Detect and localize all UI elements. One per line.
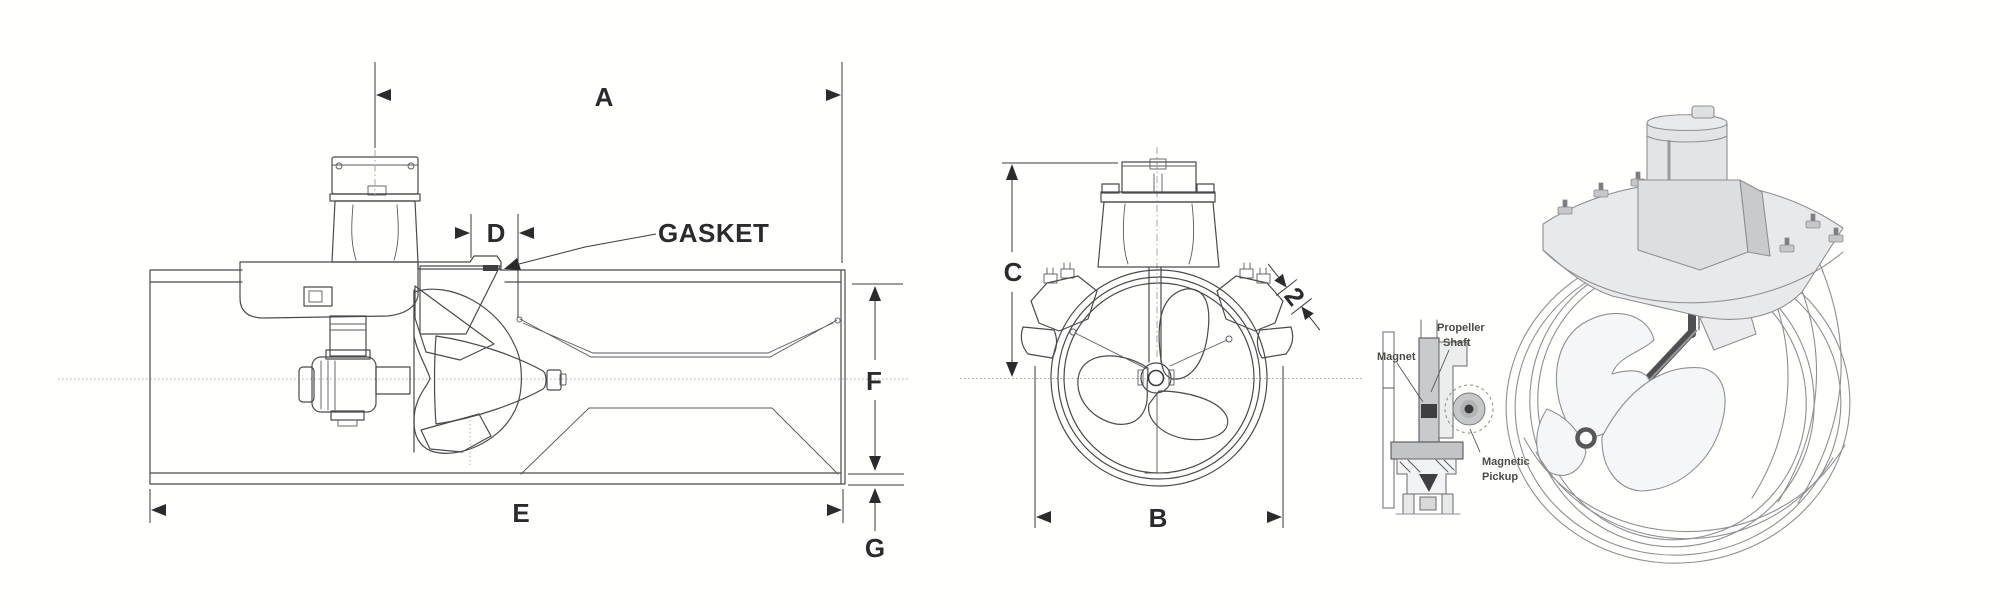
- motor-base-3d: [1637, 179, 1749, 271]
- motor-front: [1097, 158, 1220, 268]
- prop-shaft-side: [375, 366, 411, 395]
- gasket-callout: GASKET: [504, 218, 769, 270]
- label-B: B: [1149, 503, 1168, 533]
- motor-cap-front: [1121, 161, 1197, 194]
- hydraulic-motor-3d: [1637, 105, 1771, 271]
- blade-left: [1077, 355, 1149, 425]
- propeller-shaft-label-1: Propeller: [1437, 322, 1485, 334]
- label-thickness-2: 2: [1279, 281, 1312, 311]
- blade-front: [413, 288, 522, 454]
- thruster-unit-side: [239, 150, 502, 427]
- strap-eyelet-left: [516, 316, 523, 323]
- centerline: [58, 378, 1362, 380]
- magnetic-pickup-label-1: Magnetic: [1482, 456, 1530, 468]
- hub-front: [1140, 362, 1172, 394]
- label-F: F: [866, 366, 882, 396]
- saddle-flange-right: [1216, 262, 1294, 359]
- blade-back-top: [414, 285, 495, 361]
- front-view: C B 2: [1002, 147, 1321, 533]
- propeller-side: [413, 285, 567, 465]
- motor-body-front: [1097, 201, 1220, 268]
- propeller-shaft-section: [1418, 337, 1440, 443]
- upper-gearleg: [419, 265, 501, 335]
- gear-hub: [311, 356, 377, 413]
- blade-back-bottom: [420, 413, 492, 453]
- label-E: E: [512, 498, 529, 528]
- perspective-view: [1505, 105, 1851, 564]
- magnetic-pickup-label-2: Pickup: [1482, 471, 1518, 483]
- magnet-label: Magnet: [1377, 351, 1416, 363]
- propeller-3d: [1536, 312, 1726, 492]
- gasket: [483, 265, 498, 271]
- hub-3d: [1575, 427, 1597, 449]
- strap-eyelet-right: [834, 317, 841, 324]
- propeller-front: [1069, 288, 1233, 474]
- ear-left: [1020, 326, 1058, 359]
- sensor-bracket: [1438, 341, 1468, 439]
- dim-B: B: [1034, 366, 1284, 533]
- label-C: C: [1004, 257, 1023, 287]
- label-D: D: [487, 218, 506, 248]
- housing-block: [303, 286, 333, 307]
- dim-E: E: [149, 489, 844, 528]
- dim-G: G: [848, 473, 904, 563]
- gear-housing: [239, 261, 419, 319]
- gasket-label: GASKET: [658, 218, 769, 248]
- cone-tip: [546, 369, 562, 391]
- dim-A: A: [374, 62, 843, 263]
- dim-D: D: [455, 214, 534, 318]
- sensor-detail-inset: Magnet Propeller Shaft Magnetic Pickup: [1377, 319, 1530, 515]
- motor-body-side: [331, 200, 419, 263]
- label-G: G: [865, 533, 885, 563]
- cage-straps: [1523, 246, 1846, 540]
- propeller-shaft-label-2: Shaft: [1443, 337, 1471, 349]
- dim-C: C: [1002, 162, 1118, 377]
- mounting-flange: [417, 255, 502, 270]
- dim-F: F: [852, 283, 903, 471]
- tunnel: [149, 269, 846, 485]
- blade-bottom: [1148, 390, 1229, 441]
- magnet: [1421, 404, 1437, 418]
- label-A: A: [595, 82, 614, 112]
- side-section-view: A D GASKET E F G: [149, 62, 904, 563]
- hub-cone: [433, 335, 547, 425]
- saddle-flange-left: [1020, 262, 1098, 359]
- drive-shaft: [329, 315, 367, 357]
- blade-right: [1158, 288, 1210, 380]
- ear-right: [1256, 326, 1294, 359]
